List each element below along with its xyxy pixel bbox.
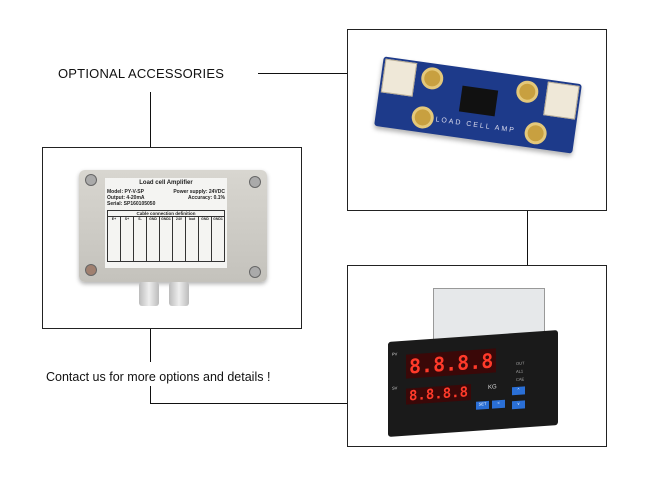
shift-button: < [492,399,505,409]
power: Power supply: 24VDC [173,189,225,195]
screw-icon [249,266,261,278]
cable-table: Cable connection definition E+ S+ S- GND… [107,210,225,262]
unit-label: KG [488,384,497,391]
load-cell-amplifier-image: Load cell Amplifier Model: PY-V-SP Power … [42,147,302,329]
mounting-hole [514,79,540,105]
contact-text: Contact us for more options and details … [46,370,271,384]
led-out: OUT [516,360,525,366]
down-button: v [512,400,525,410]
meter-front-panel: PV 8.8.8.8 SV 8.8.8.8 KG OUT AL1 CAE SET… [388,330,558,437]
sv-display: 8.8.8.8 [406,384,472,405]
column: Iout [186,217,199,261]
column: GND1 [160,217,173,261]
pv-display: 8.8.8.8 [406,348,497,379]
connector-line [150,403,347,404]
amplifier-title: Load cell Amplifier [139,180,193,186]
set-button: SET [476,400,489,410]
mounting-hole [419,65,445,91]
column: GND [147,217,160,261]
pcb-board: LOAD CELL AMP [374,56,582,154]
connector-line [258,73,347,74]
ic-chip [458,85,499,117]
mounting-hole [410,105,436,130]
led-cae: CAE [516,376,525,382]
connector-line [527,210,528,265]
connector-line [150,92,151,147]
load-cell-amp-board-image: LOAD CELL AMP [347,29,607,211]
connector-line [150,328,151,362]
screw-icon [85,264,97,276]
cable-gland [139,282,159,306]
column: S- [134,217,147,261]
screw-icon [249,176,261,188]
connector [380,58,418,97]
up-button: ^ [512,386,525,396]
model: Model: PY-V-SP [107,189,144,195]
accuracy: Accuracy: 0.1% [188,195,225,201]
screw-icon [85,174,97,186]
digital-meter-image: PV 8.8.8.8 SV 8.8.8.8 KG OUT AL1 CAE SET… [347,265,607,447]
column: 24V [173,217,186,261]
connector-line [150,386,151,403]
amplifier-label: Load cell Amplifier Model: PY-V-SP Power … [105,178,227,268]
output: Output: 4-20mA [107,195,145,201]
sv-label: SV [392,385,398,391]
led-al1: AL1 [516,368,524,374]
column: GND1 [213,217,223,221]
optional-accessories-heading: OPTIONAL ACCESSORIES [58,66,225,81]
board-silkscreen: LOAD CELL AMP [435,116,517,135]
mounting-hole [523,120,549,146]
column: GND [199,217,212,261]
connector [543,81,580,120]
cable-table-title: Cable connection definition [108,211,224,217]
serial: Serial: SP160105050 [107,201,156,207]
pv-label: PV [392,351,398,357]
column: S+ [121,217,134,261]
column: E+ [108,217,121,261]
cable-gland [169,282,189,306]
